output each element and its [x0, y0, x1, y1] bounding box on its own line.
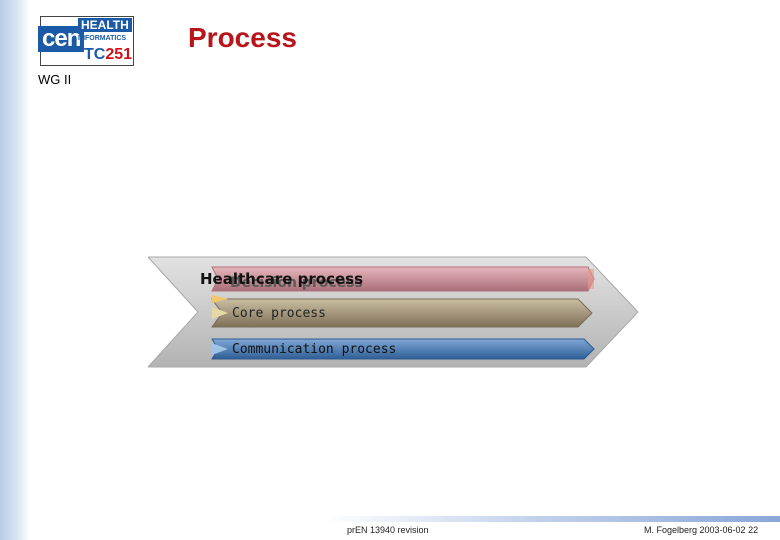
cen-tc251-logo: cen HEALTH INFORMATICS TC251	[34, 14, 134, 66]
core-lead-chevron	[212, 307, 228, 319]
left-decorative-band	[0, 0, 30, 540]
logo-tc-prefix: TC	[84, 46, 106, 63]
logo-tc-number: 251	[105, 46, 133, 63]
communication-lead-chevron	[212, 343, 228, 355]
communication-process-label: Communication process	[232, 342, 397, 357]
footer-document-id: prEN 13940 revision	[347, 525, 429, 535]
logo-cen-text: cen	[38, 26, 85, 52]
healthcare-process-label: Healthcare process	[200, 270, 364, 288]
core-process-label: Core process	[232, 306, 326, 321]
logo-informatics-text: INFORMATICS	[78, 35, 127, 42]
working-group-label: WG II	[38, 72, 72, 87]
logo-health-text: HEALTH	[78, 18, 132, 32]
decision-arrow-tip	[588, 269, 594, 289]
footer-author-date-page: M. Fogelberg 2003-06-02 22	[644, 525, 759, 535]
decision-lead-chevron	[212, 295, 228, 303]
footer-divider	[322, 516, 780, 522]
logo-tc-text: TC251	[84, 46, 132, 64]
decision-process-label: Decision process	[230, 275, 363, 291]
slide-title: Process	[188, 22, 297, 53]
decision-process-arrow	[211, 266, 595, 292]
process-diagram: Decision process Healthcare process Core…	[148, 255, 640, 370]
process-diagram-svg	[148, 256, 639, 368]
